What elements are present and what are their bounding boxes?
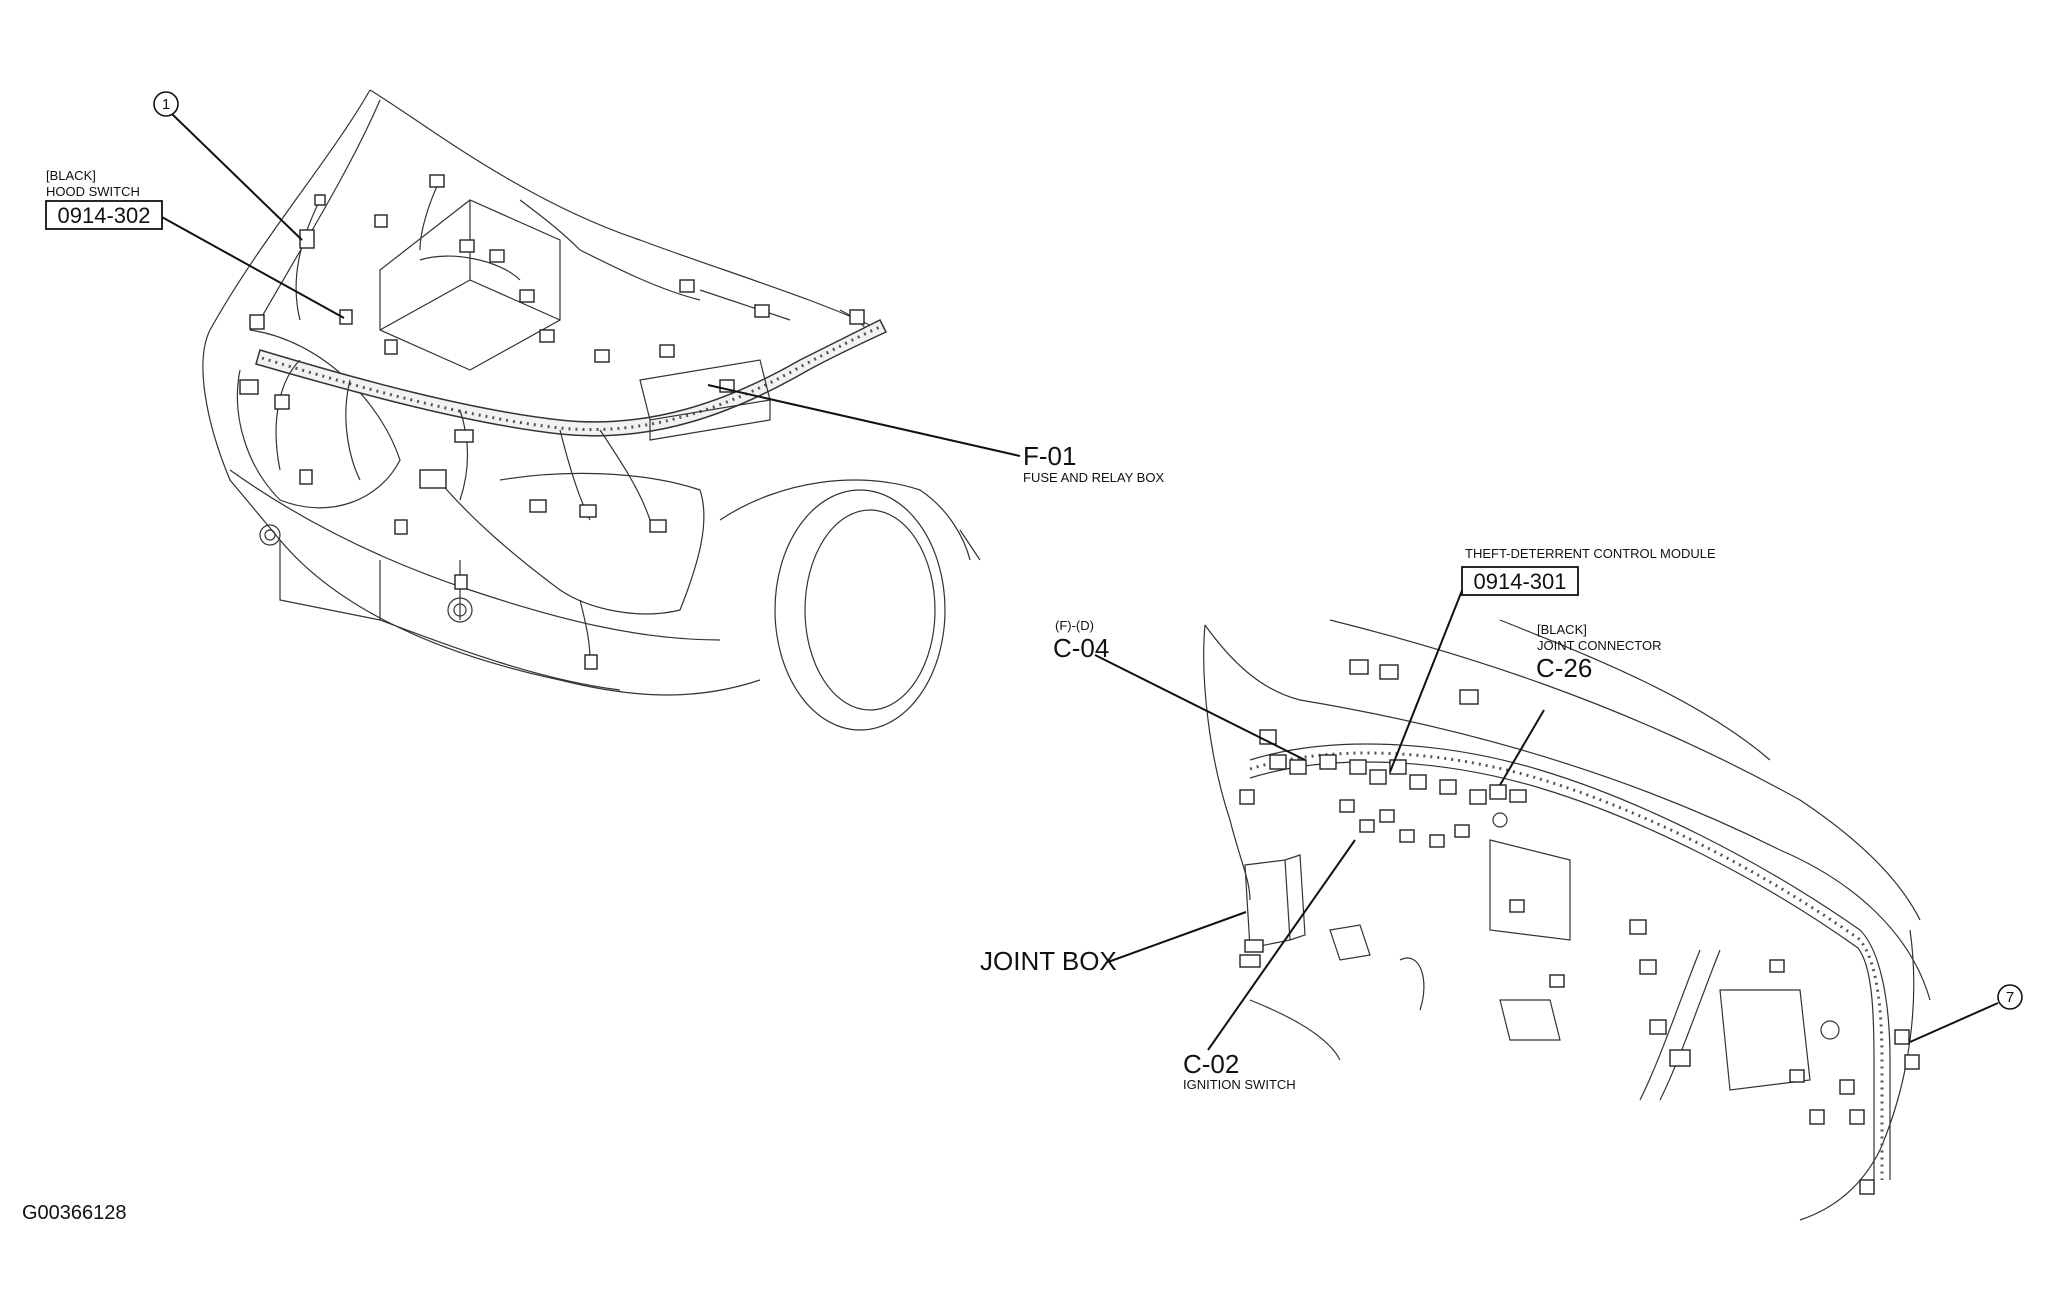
- callout-1-number: 1: [162, 96, 170, 113]
- figure-id: G00366128: [22, 1202, 127, 1224]
- engine-bay-illustration: [159, 89, 1021, 731]
- c04-label: (F)-(D) C-04: [1053, 618, 1109, 663]
- joint-box-name: JOINT BOX: [980, 946, 1117, 976]
- c26-color-note: [BLACK]: [1537, 622, 1587, 637]
- c02-label: C-02 IGNITION SWITCH: [1183, 1049, 1296, 1092]
- c26-label: [BLACK] JOINT CONNECTOR C-26: [1536, 622, 1661, 683]
- c04-code: C-04: [1053, 633, 1109, 663]
- callout-7: 7: [1997, 984, 2023, 1010]
- c02-name: IGNITION SWITCH: [1183, 1077, 1296, 1092]
- c26-code: C-26: [1536, 653, 1592, 683]
- joint-box-label: JOINT BOX: [980, 946, 1117, 976]
- c26-name: JOINT CONNECTOR: [1537, 638, 1661, 653]
- fuse-box-code: F-01: [1023, 441, 1076, 471]
- hood-switch-code: 0914-302: [58, 203, 151, 228]
- fuse-box-label: F-01 FUSE AND RELAY BOX: [1023, 441, 1164, 485]
- dashboard-illustration: [1094, 587, 1999, 1221]
- theft-module-name: THEFT-DETERRENT CONTROL MODULE: [1465, 546, 1716, 561]
- theft-module-code: 0914-301: [1474, 569, 1567, 594]
- hood-switch-label: [BLACK] HOOD SWITCH 0914-302: [45, 168, 163, 230]
- callout-1: 1: [153, 91, 179, 117]
- fuse-box-name: FUSE AND RELAY BOX: [1023, 470, 1164, 485]
- c04-note: (F)-(D): [1055, 618, 1094, 633]
- hood-switch-name: HOOD SWITCH: [46, 184, 140, 199]
- c02-code: C-02: [1183, 1049, 1239, 1079]
- hood-switch-color-note: [BLACK]: [46, 168, 96, 183]
- theft-module-label: THEFT-DETERRENT CONTROL MODULE 0914-301: [1461, 546, 1716, 596]
- callout-7-number: 7: [2006, 989, 2014, 1006]
